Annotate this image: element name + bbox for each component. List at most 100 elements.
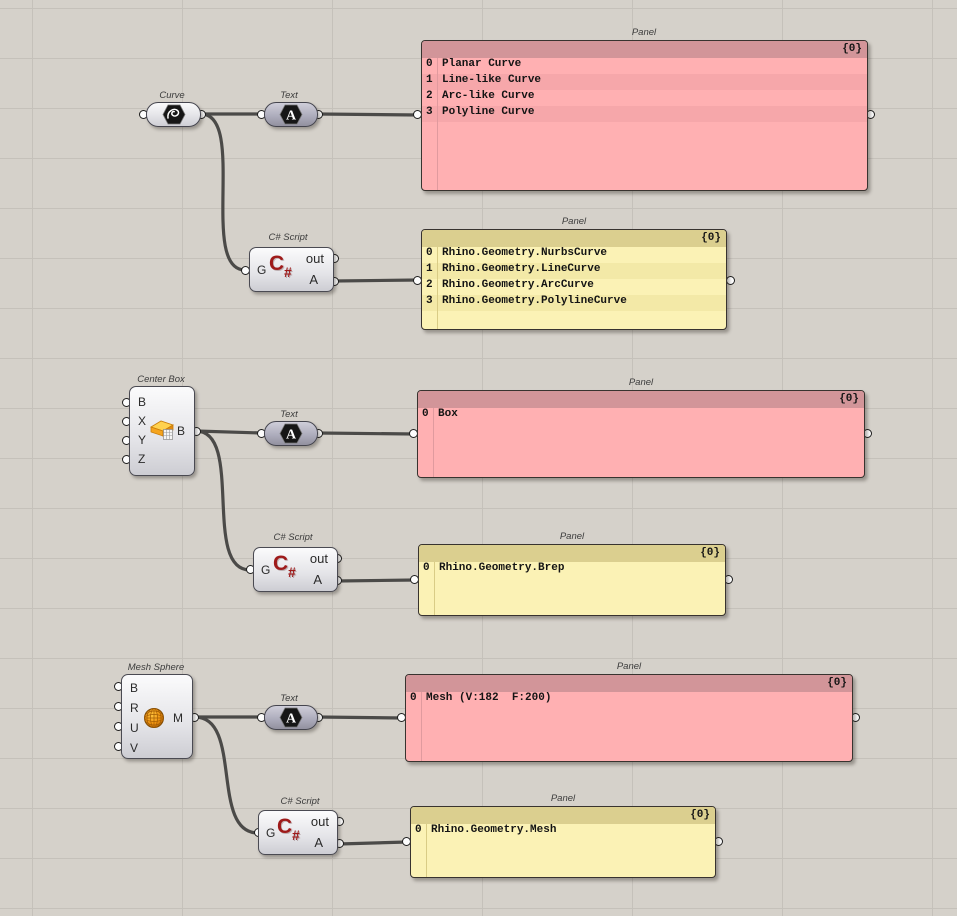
component-label: Curve: [159, 90, 185, 101]
panel-margin-line: [434, 562, 435, 615]
csharp-script-component[interactable]: G C # out A: [253, 547, 338, 592]
csharp-icon: C: [273, 552, 289, 575]
panel-header: {0}: [419, 545, 725, 562]
wire[interactable]: [316, 112, 420, 117]
input-port-g: G: [257, 263, 267, 277]
text-component[interactable]: A: [264, 102, 318, 127]
text-icon: A: [279, 104, 303, 125]
input-port-b: B: [130, 681, 139, 695]
output-port-out: out: [305, 251, 324, 266]
csharp-script-component[interactable]: G C # out A: [249, 247, 334, 292]
curve-icon: [162, 104, 185, 125]
wire[interactable]: [199, 112, 247, 272]
csharp-icon-hash: #: [284, 264, 292, 280]
panel-path-badge: {0}: [700, 547, 720, 559]
component-label: Center Box: [137, 374, 185, 385]
curve-component[interactable]: [146, 102, 201, 127]
panel-margin-line: [437, 247, 438, 329]
text-component[interactable]: A: [264, 421, 318, 446]
panel-header: {0}: [406, 675, 852, 692]
text-component[interactable]: A: [264, 705, 318, 730]
csharp-icon-hash: #: [292, 827, 300, 843]
input-port-g: G: [266, 826, 276, 840]
input-port-z: Z: [138, 452, 146, 466]
panel-title: Panel: [559, 531, 585, 542]
panel-header: {0}: [422, 230, 726, 247]
component-label: C# Script: [273, 532, 313, 543]
csharp-icon-hash: #: [288, 564, 296, 580]
mesh-sphere-icon: [144, 708, 164, 728]
wire[interactable]: [316, 431, 416, 436]
output-port-out: out: [309, 551, 328, 566]
input-port-v: V: [130, 741, 139, 755]
svg-text:A: A: [286, 109, 297, 124]
component-label: Text: [280, 409, 298, 420]
output-port-a: A: [313, 572, 322, 587]
wire[interactable]: [335, 578, 417, 583]
output-port-a: A: [309, 272, 318, 287]
panel-output-nub[interactable]: [726, 276, 735, 285]
component-label: C# Script: [268, 232, 308, 243]
panel-path-badge: {0}: [690, 809, 710, 821]
component-label: C# Script: [280, 796, 320, 807]
panel-title: Panel: [631, 27, 657, 38]
input-port-r: R: [130, 701, 139, 715]
wire[interactable]: [194, 429, 263, 435]
svg-text:A: A: [286, 428, 297, 443]
output-port-a: A: [314, 835, 323, 850]
component-label: Text: [280, 693, 298, 704]
mesh-sphere-component[interactable]: B R U V M: [121, 674, 193, 759]
wire[interactable]: [337, 840, 409, 846]
input-port-x: X: [138, 414, 147, 428]
component-label: Mesh Sphere: [127, 662, 185, 673]
wire[interactable]: [332, 278, 420, 283]
output-port-out: out: [310, 814, 329, 829]
csharp-script-component[interactable]: G C # out A: [258, 810, 338, 855]
panel-title: Panel: [550, 793, 576, 804]
wire[interactable]: [193, 715, 260, 835]
text-icon: A: [279, 707, 303, 728]
panel-header: {0}: [411, 807, 715, 824]
wire[interactable]: [316, 715, 404, 720]
panel-path-badge: {0}: [827, 677, 847, 689]
panel-header: {0}: [422, 41, 867, 58]
panel-title: Panel: [561, 216, 587, 227]
csharp-icon: C: [269, 252, 285, 275]
panel-margin-line: [437, 58, 438, 190]
panel-title: Panel: [616, 661, 642, 672]
wire[interactable]: [194, 429, 252, 572]
input-port-g: G: [261, 563, 271, 577]
output-port-m: M: [173, 711, 183, 725]
svg-text:A: A: [286, 712, 297, 727]
input-port-u: U: [130, 721, 139, 735]
center-box-component[interactable]: B X Y Z B: [129, 386, 195, 476]
panel-header: {0}: [418, 391, 864, 408]
panel-path-badge: {0}: [842, 43, 862, 55]
input-port-b: B: [138, 395, 147, 409]
panel-path-badge: {0}: [701, 232, 721, 244]
